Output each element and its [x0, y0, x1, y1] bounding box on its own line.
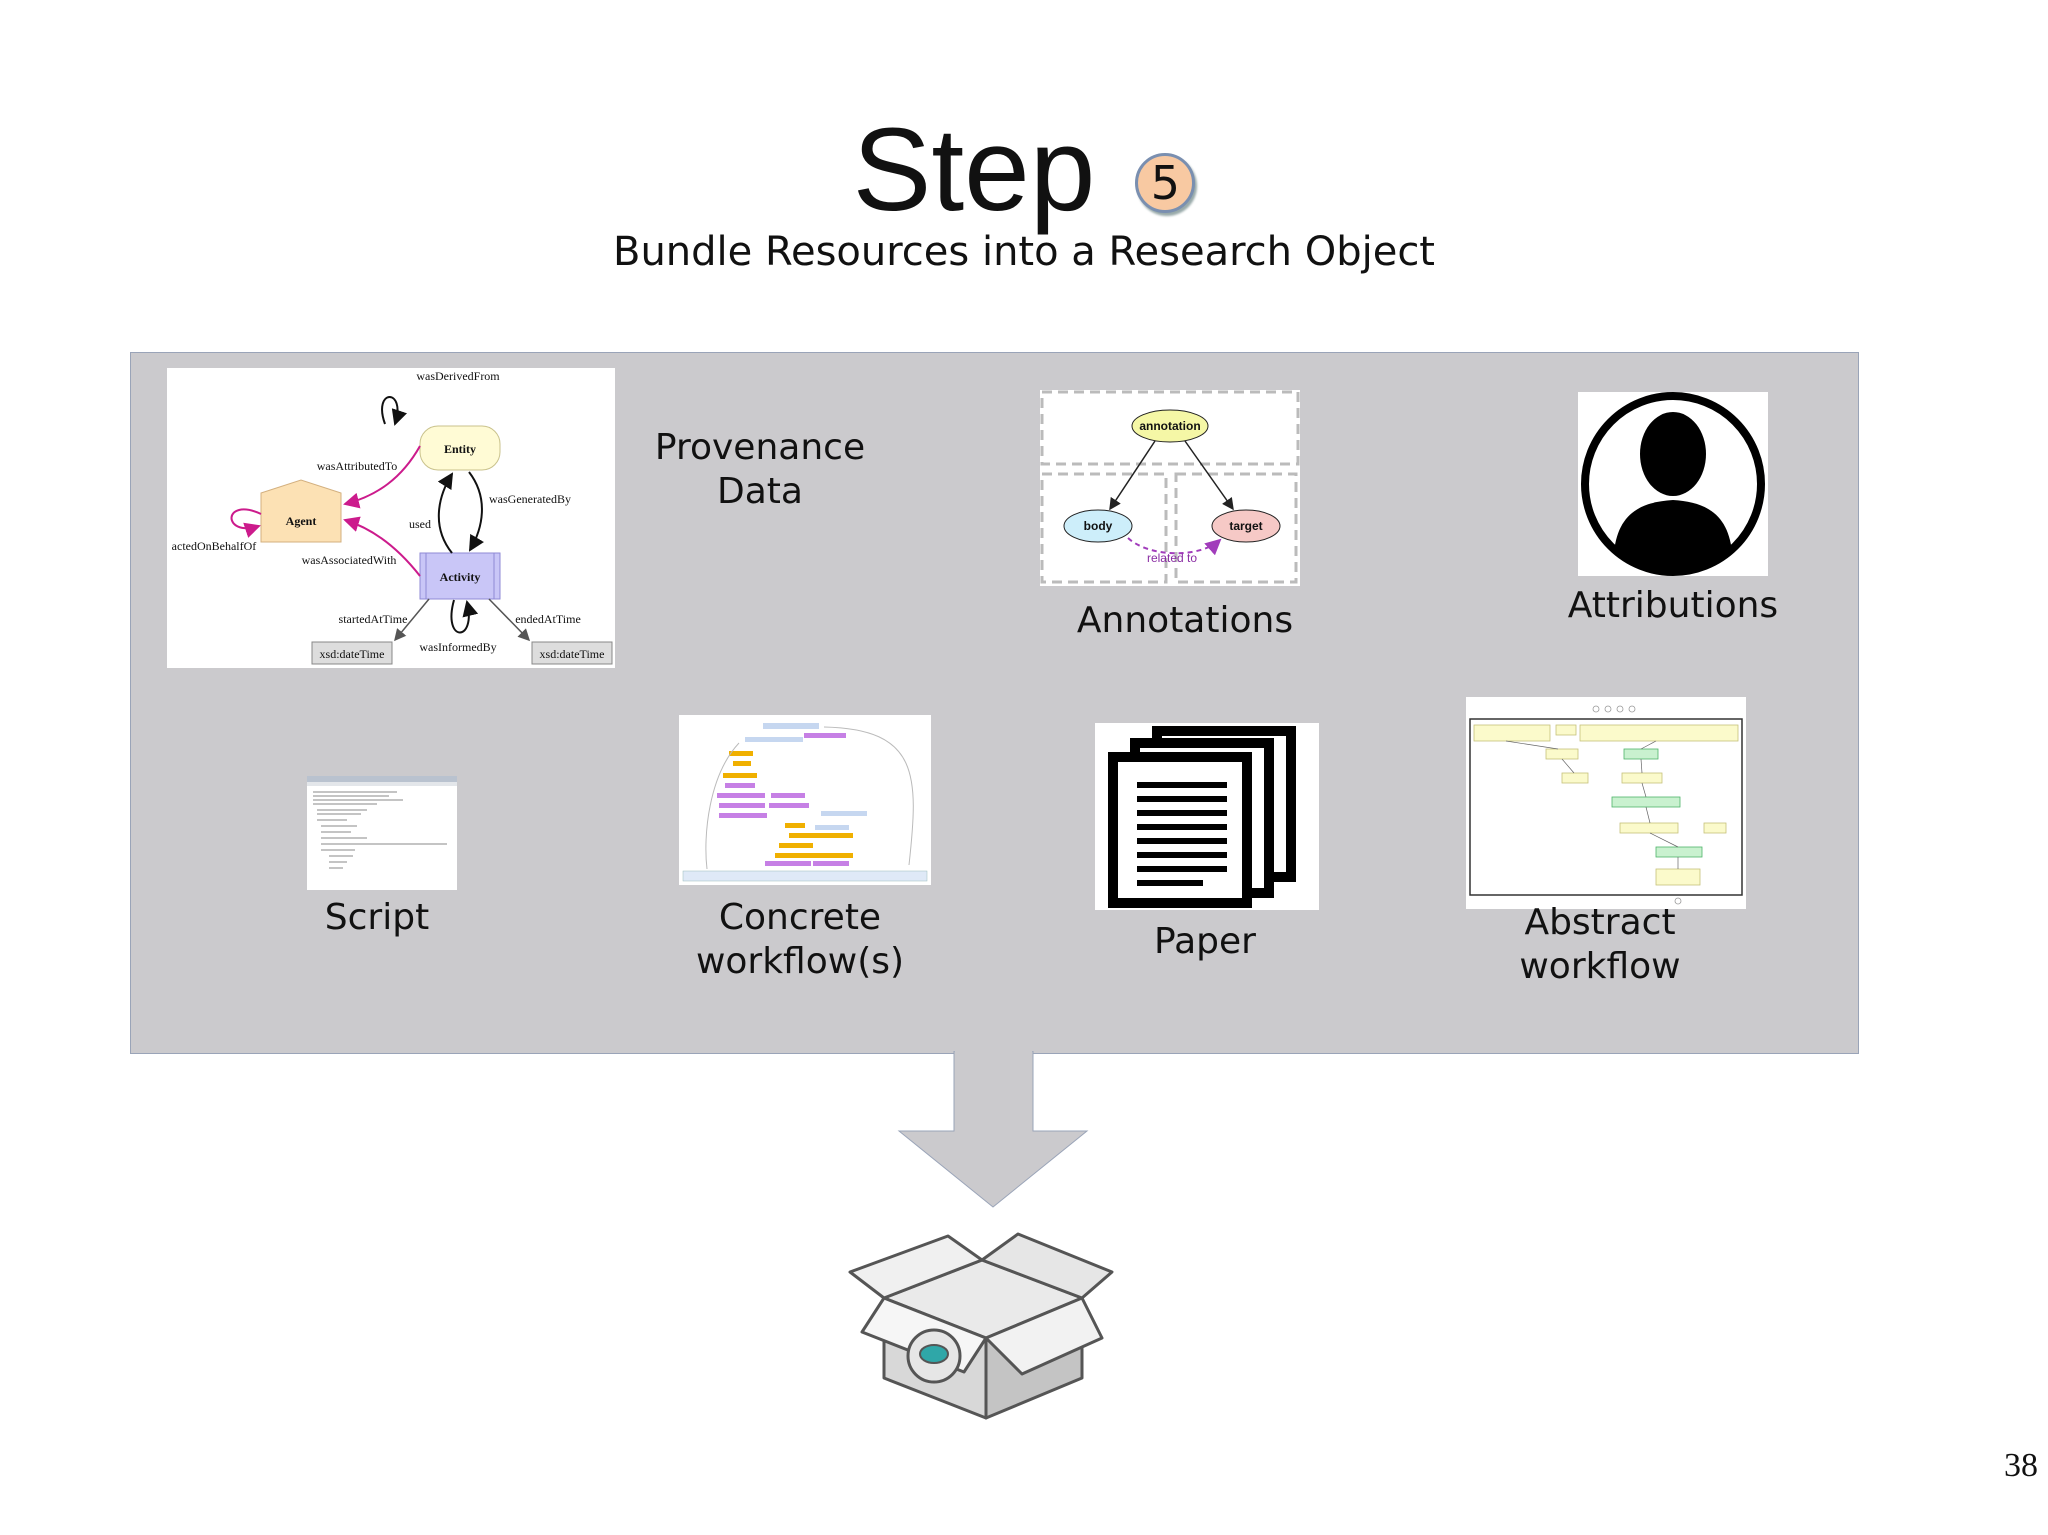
annotations-diagram-svg: annotation body target related to [1040, 390, 1300, 584]
was-associated-with-edge [343, 516, 421, 577]
body-node [1063, 509, 1133, 543]
was-derived-from-label: wasDerivedFrom [416, 369, 500, 383]
down-arrow [897, 1051, 1089, 1208]
script-thumbnail [307, 776, 457, 890]
annotation-node [1131, 409, 1209, 443]
agent-label: Agent [286, 514, 317, 528]
related-to-label: related to [1147, 551, 1197, 565]
abstract-workflow-thumbnail [1466, 697, 1746, 909]
started-at-time-label: startedAtTime [339, 612, 408, 626]
acted-on-behalf-of-label: actedOnBehalfOf [172, 539, 257, 553]
used-label: used [409, 517, 431, 531]
attributions-image [1578, 392, 1768, 576]
datetime-left-label: xsd:dateTime [320, 647, 385, 661]
person-icon [1581, 392, 1765, 576]
used-edge [437, 472, 454, 554]
acted-on-behalf-of-edge [230, 508, 262, 538]
target-node-label: target [1229, 519, 1262, 533]
was-informed-by-label: wasInformedBy [419, 640, 496, 654]
provenance-diagram: wasDerivedFrom Entity Agent Activity was… [167, 368, 615, 668]
entity-label: Entity [444, 442, 476, 456]
slide-subtitle: Bundle Resources into a Research Object [613, 229, 1435, 275]
body-node-label: body [1084, 519, 1113, 533]
datetime-right-node [531, 641, 613, 665]
abstract-workflow-label: Abstract workflow [1519, 902, 1681, 987]
was-derived-from-edge [381, 396, 408, 426]
started-at-time-edge [394, 598, 430, 642]
was-generated-by-edge [468, 471, 485, 552]
was-generated-by-label: wasGeneratedBy [489, 492, 571, 506]
provenance-data-label: Provenance Data [654, 427, 866, 512]
annotations-label: Annotations [1076, 600, 1294, 641]
agent-node [260, 479, 342, 543]
was-informed-by-edge [450, 599, 479, 634]
activity-node [419, 552, 501, 600]
was-associated-with-label: wasAssociatedWith [302, 553, 397, 567]
activity-label: Activity [440, 570, 481, 584]
page-number: 38 [2004, 1447, 2038, 1484]
was-attributed-to-edge [343, 445, 421, 509]
provenance-diagram-svg: wasDerivedFrom Entity Agent Activity was… [172, 369, 613, 665]
concrete-workflow-thumbnail [679, 715, 931, 885]
script-label: Script [324, 897, 430, 938]
attributions-label: Attributions [1567, 585, 1779, 626]
concrete-workflow-diagram [682, 723, 928, 882]
datetime-right-label: xsd:dateTime [540, 647, 605, 661]
paper-stack-icon [1108, 726, 1296, 908]
annotations-diagram: annotation body target related to [1040, 390, 1300, 586]
ended-at-time-label: endedAtTime [515, 612, 581, 626]
script-screenshot [307, 776, 457, 869]
annotation-node-label: annotation [1139, 419, 1200, 433]
datetime-left-node [311, 641, 393, 665]
paper-label: Paper [1154, 921, 1256, 962]
step-number-badge: 5 [1135, 153, 1196, 213]
concrete-workflow-label: Concrete workflow(s) [695, 897, 905, 982]
related-to-edge [1127, 537, 1222, 556]
ended-at-time-edge [488, 598, 531, 642]
abstract-workflow-diagram [1469, 705, 1743, 905]
paper-image [1095, 723, 1319, 910]
title-text: Step [852, 104, 1096, 236]
slide-title: Step 5 [0, 105, 2048, 235]
research-object-box-icon [848, 1232, 1114, 1420]
target-node [1211, 509, 1281, 543]
was-attributed-to-label: wasAttributedTo [317, 459, 397, 473]
